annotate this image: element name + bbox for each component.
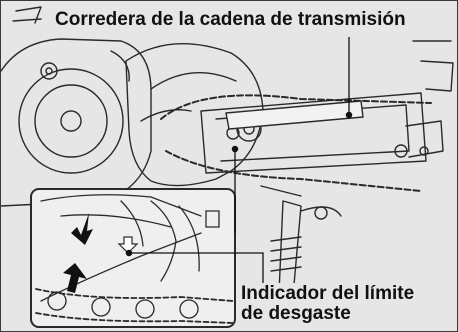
wear-limit-leader <box>129 252 264 287</box>
wear-limit-indicator-line1: Indicador del límite <box>241 283 415 304</box>
up-arrow-icon <box>63 263 87 293</box>
down-arrow-icon <box>71 213 93 245</box>
wear-limit-indicator-callout: Indicador del límite de desgaste <box>237 283 419 325</box>
chain-slider-callout: Corredera de la cadena de transmisión <box>51 9 410 31</box>
chain-slider-part <box>225 100 364 130</box>
right-bracket <box>412 40 454 92</box>
wear-limit-indicator-line2: de desgaste <box>241 302 351 324</box>
wear-indicator-arrow-icon <box>117 236 139 254</box>
inset-detail <box>30 188 236 328</box>
sprocket-cover <box>125 43 264 187</box>
rear-stand <box>260 185 342 297</box>
